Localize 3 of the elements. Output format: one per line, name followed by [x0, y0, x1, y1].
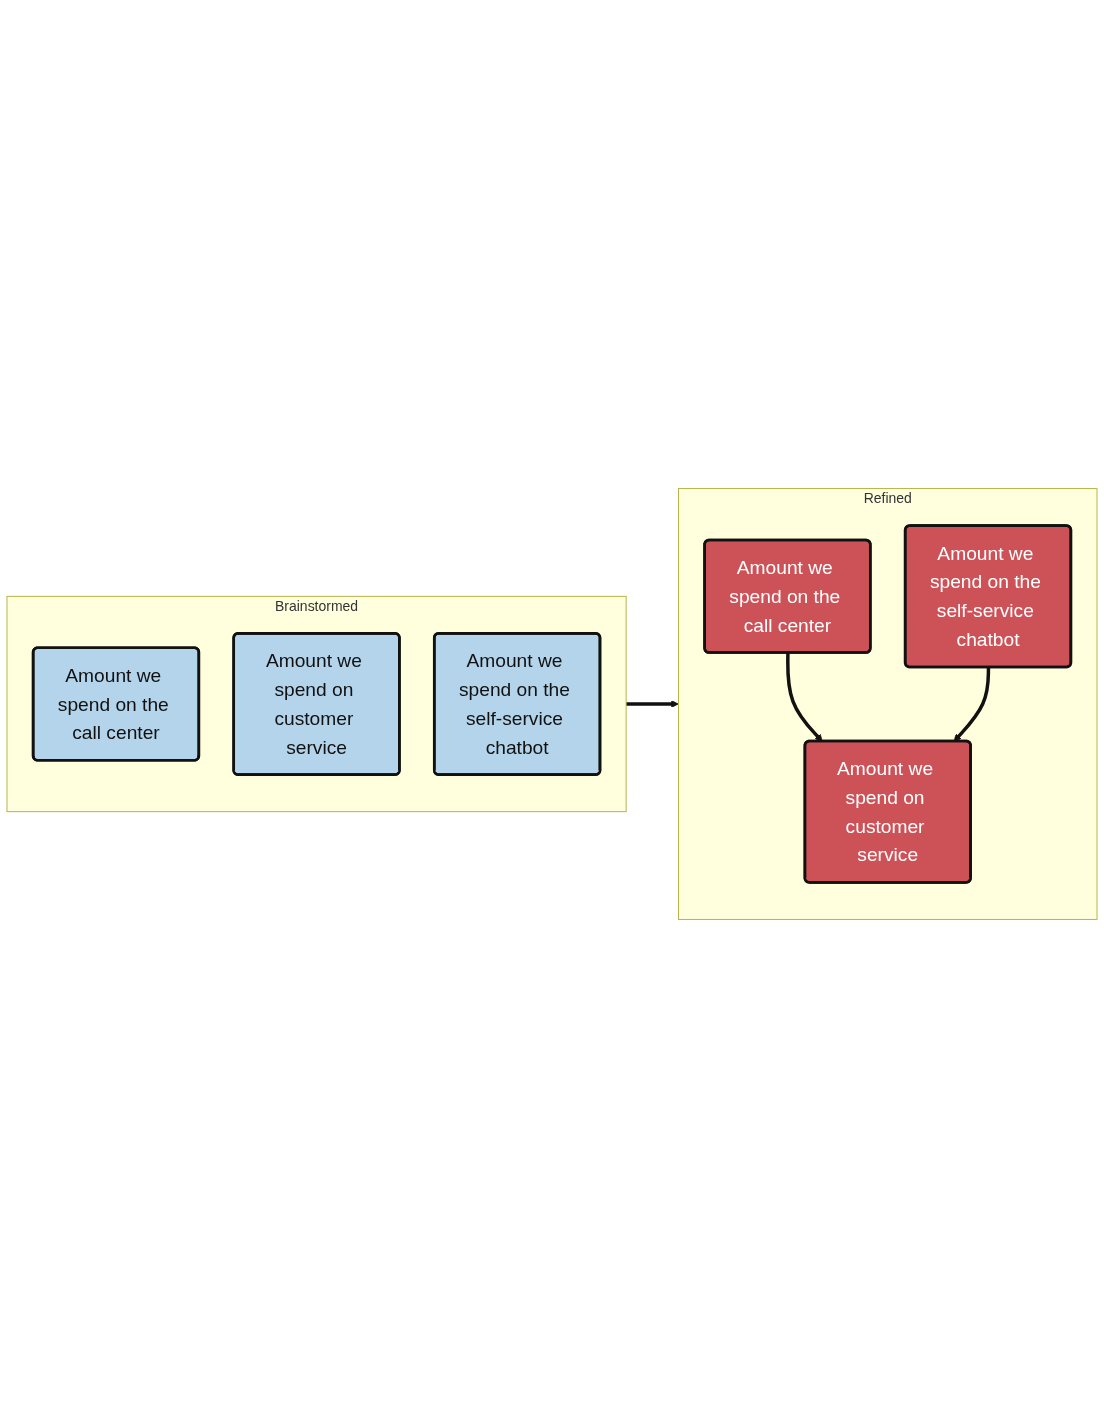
arrow	[786, 652, 823, 742]
arrow	[626, 700, 679, 708]
arrow	[953, 667, 991, 742]
